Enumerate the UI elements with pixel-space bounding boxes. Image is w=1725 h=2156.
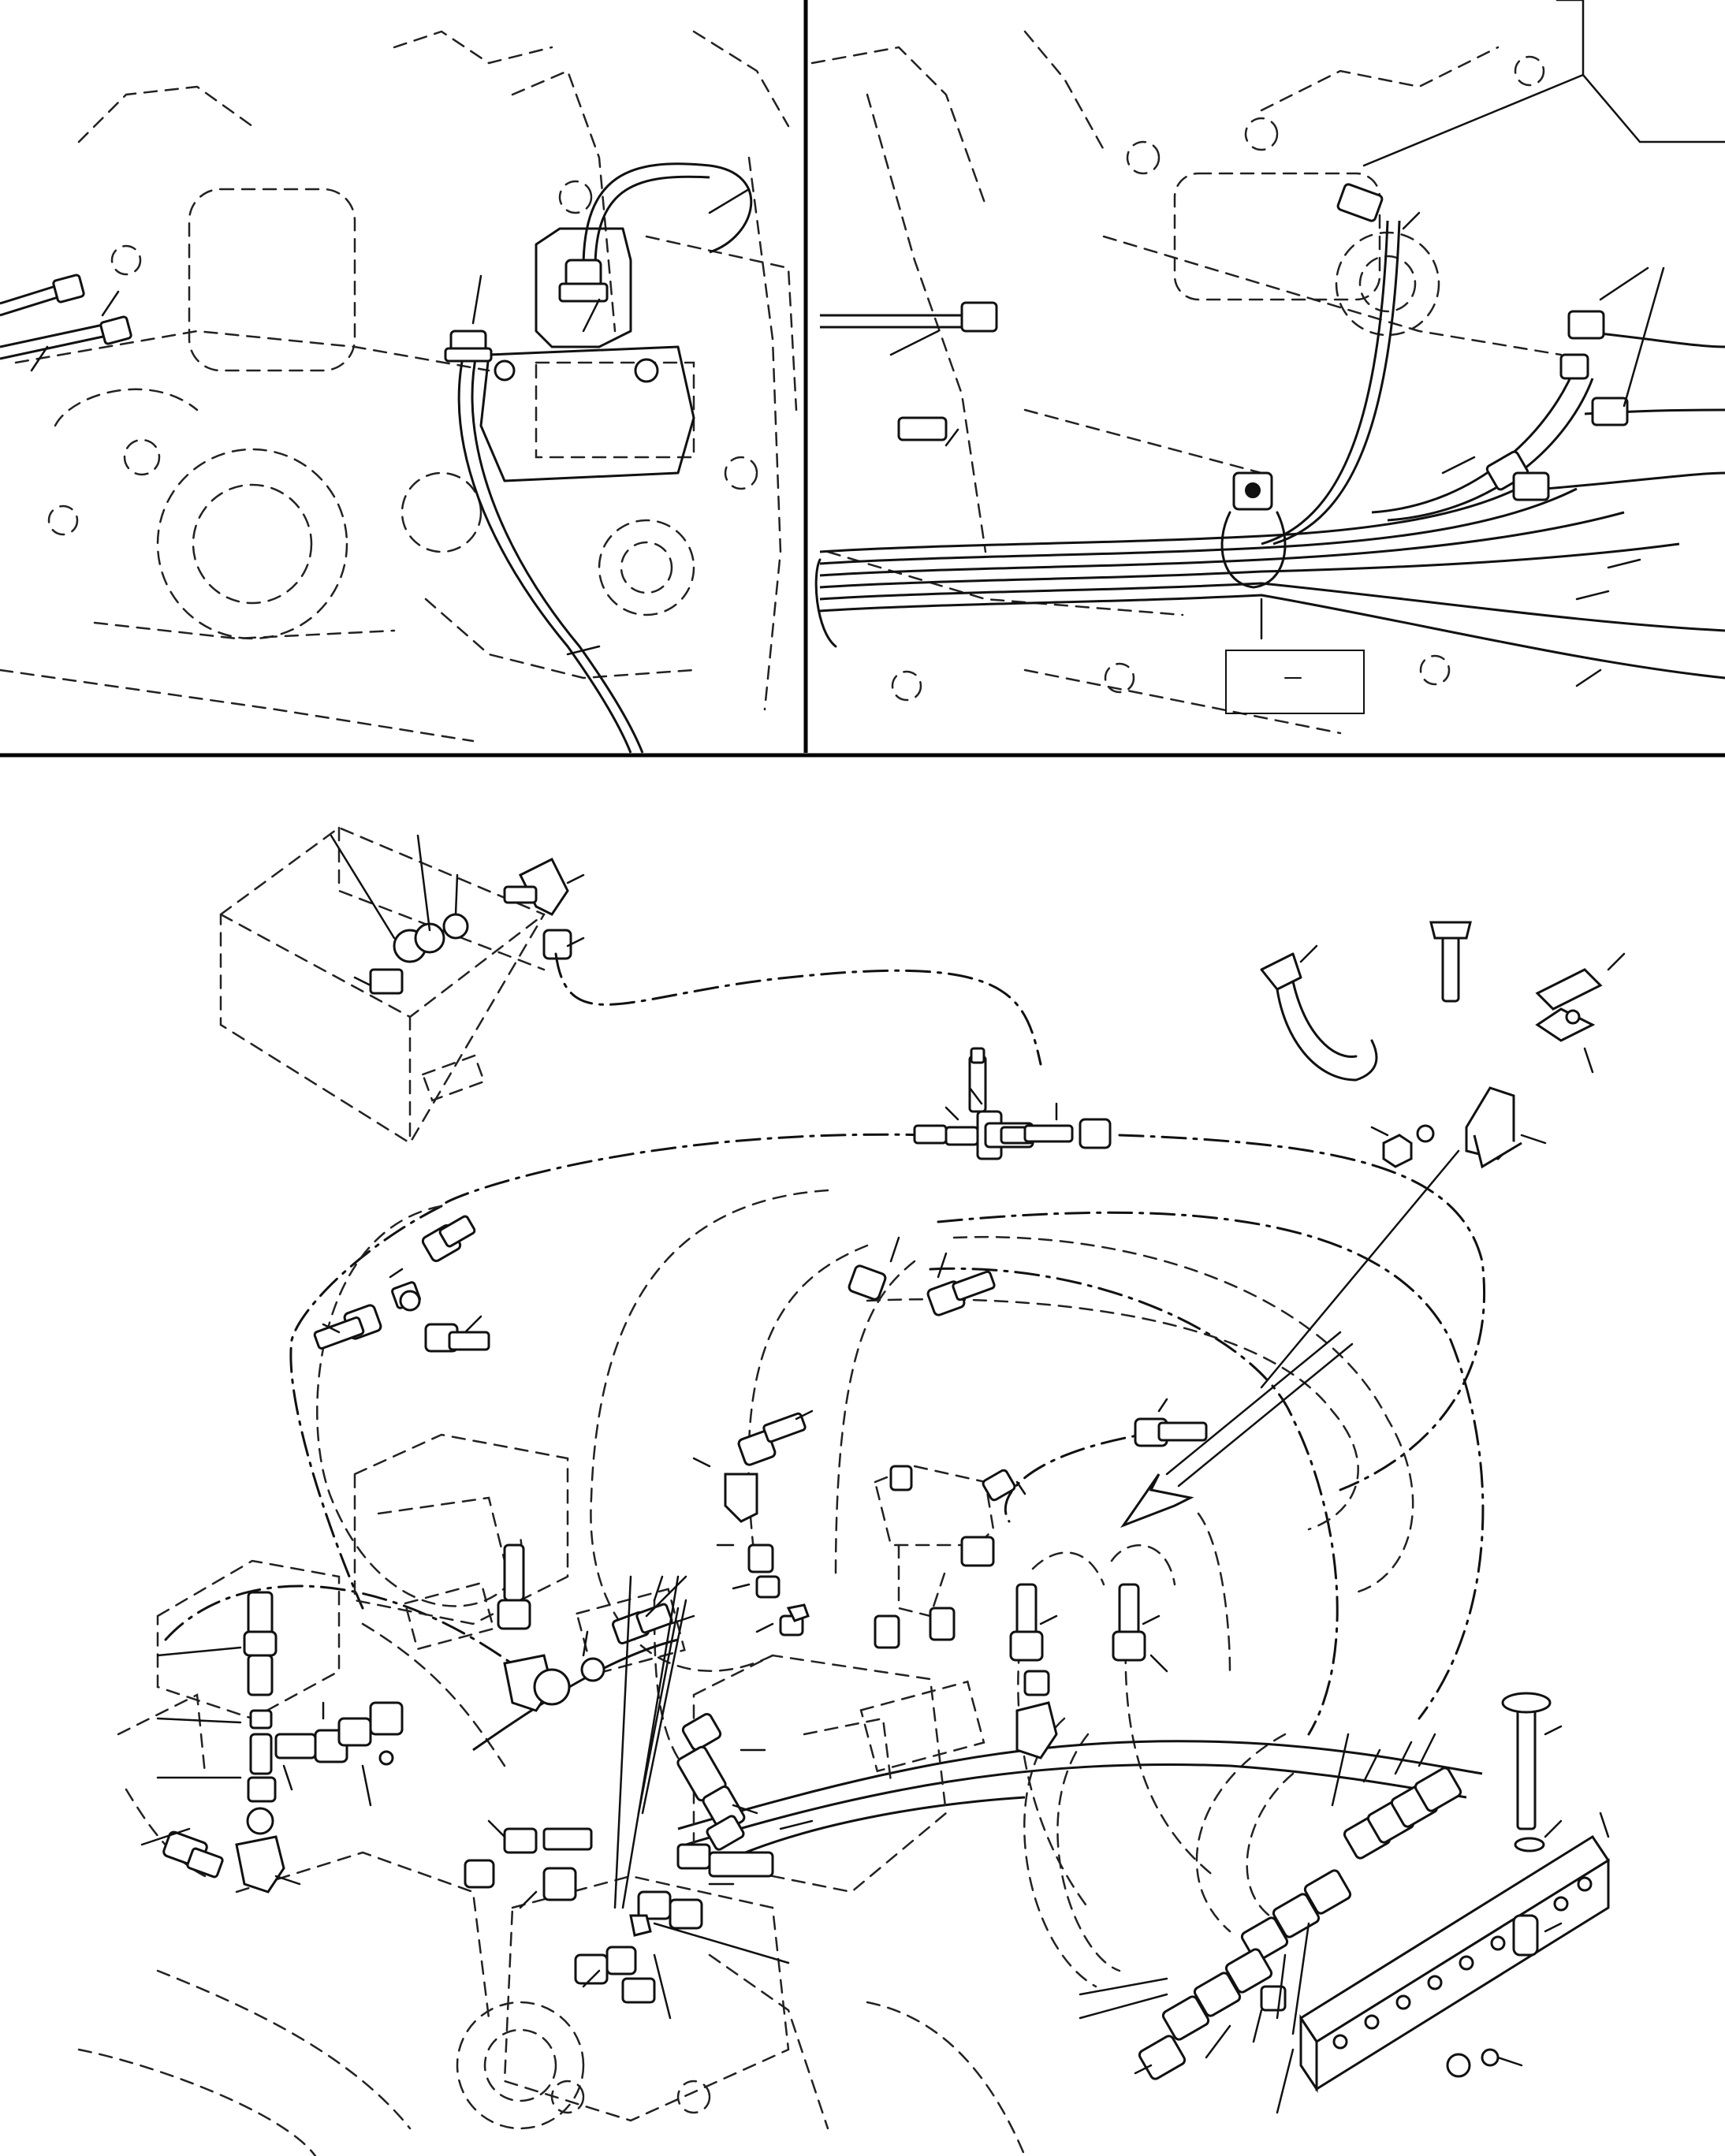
manifold-block bbox=[1298, 1834, 1611, 2093]
hose-fittings-vertical bbox=[1009, 1583, 1168, 1759]
tr-leaders bbox=[889, 0, 1725, 714]
tank-box bbox=[219, 826, 546, 1145]
pipe-lines-dashed bbox=[316, 1189, 1414, 1988]
hose-clamp-exploded bbox=[1260, 944, 1378, 1082]
panel-top-left bbox=[0, 30, 798, 754]
manifold-fittings bbox=[1079, 1733, 1462, 2114]
valve-body-center bbox=[874, 1465, 1026, 1649]
fittings-far-left bbox=[140, 1591, 404, 1893]
fittings-mid bbox=[848, 1236, 1208, 1447]
tr-hose-bundle bbox=[819, 220, 1725, 680]
fittings-valve-left bbox=[497, 1543, 695, 1712]
tee-fitting-top bbox=[913, 1047, 1112, 1160]
bracket-and-bolts bbox=[1370, 921, 1626, 1169]
hoses-bottom-solid bbox=[472, 1638, 1483, 1870]
pump-body bbox=[479, 227, 695, 482]
tl-hoses bbox=[0, 162, 753, 754]
tr-fittings bbox=[897, 183, 1629, 501]
panel-dividers bbox=[0, 0, 1725, 758]
control-valve-outline bbox=[77, 1433, 1026, 2156]
elbow-cluster-center bbox=[692, 1409, 814, 1637]
tr-hose-clamp bbox=[814, 471, 1287, 648]
tee-fitting-left bbox=[313, 1215, 490, 1353]
tank-leaders bbox=[330, 834, 459, 987]
direction-arrow bbox=[1120, 1149, 1460, 1529]
tl-leaders bbox=[30, 188, 751, 656]
pipe-lines-dashdot bbox=[164, 952, 1486, 1736]
elbow-fitting-top bbox=[503, 857, 585, 960]
tl-fittings bbox=[52, 259, 609, 363]
panel-bottom-exploded bbox=[77, 826, 1626, 2156]
panel-top-right bbox=[810, 0, 1725, 735]
manifold-bolt bbox=[1446, 1692, 1610, 2078]
misc-leaders bbox=[637, 1575, 814, 1830]
engine-block-outline bbox=[0, 30, 798, 743]
tr-background-outline bbox=[810, 30, 1563, 735]
fittings-lower-middle bbox=[464, 1575, 790, 2020]
